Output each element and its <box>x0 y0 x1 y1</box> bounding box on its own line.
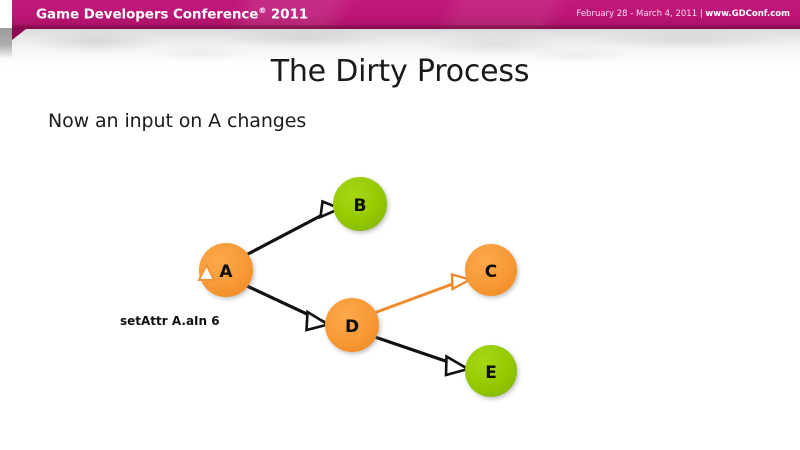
background-texture <box>0 28 800 74</box>
gdc-brand-title: Game Developers Conference® 2011 <box>36 6 308 23</box>
edge-a-to-d <box>245 284 332 332</box>
node-a-label: A <box>219 262 233 282</box>
node-d-label: D <box>345 317 359 337</box>
gdc-website-link[interactable]: www.GDConf.com <box>705 9 790 19</box>
registered-mark-icon: ® <box>258 6 267 15</box>
gdc-dates: February 28 - March 4, 2011 | <box>576 9 706 19</box>
gdc-year: 2011 <box>270 6 309 23</box>
dirty-flag-icon <box>197 262 216 281</box>
ribbon-fold-icon <box>12 29 26 40</box>
node-a[interactable]: A <box>199 243 253 297</box>
setattr-command-label: setAttr A.aIn 6 <box>120 314 220 328</box>
node-c-label: C <box>485 262 497 282</box>
left-gray-strip <box>0 28 12 58</box>
edge-d-to-c <box>372 272 474 315</box>
edge-d-to-e <box>373 335 472 377</box>
node-e[interactable]: E <box>465 345 517 397</box>
gdc-dates-and-site: February 28 - March 4, 2011 | www.GDConf… <box>576 9 790 19</box>
slide-subtitle: Now an input on A changes <box>48 110 307 132</box>
node-e-label: E <box>485 363 497 383</box>
gdc-brand-name: Game Developers Conference <box>36 6 259 23</box>
dependency-graph: A B C D E <box>0 150 800 440</box>
gdc-header-bar <box>12 0 800 29</box>
edge-a-to-b <box>246 199 344 256</box>
node-b[interactable]: B <box>333 177 387 231</box>
node-d[interactable]: D <box>325 298 379 352</box>
node-c[interactable]: C <box>465 244 517 296</box>
page-title: The Dirty Process <box>270 54 530 89</box>
node-b-label: B <box>354 196 367 216</box>
